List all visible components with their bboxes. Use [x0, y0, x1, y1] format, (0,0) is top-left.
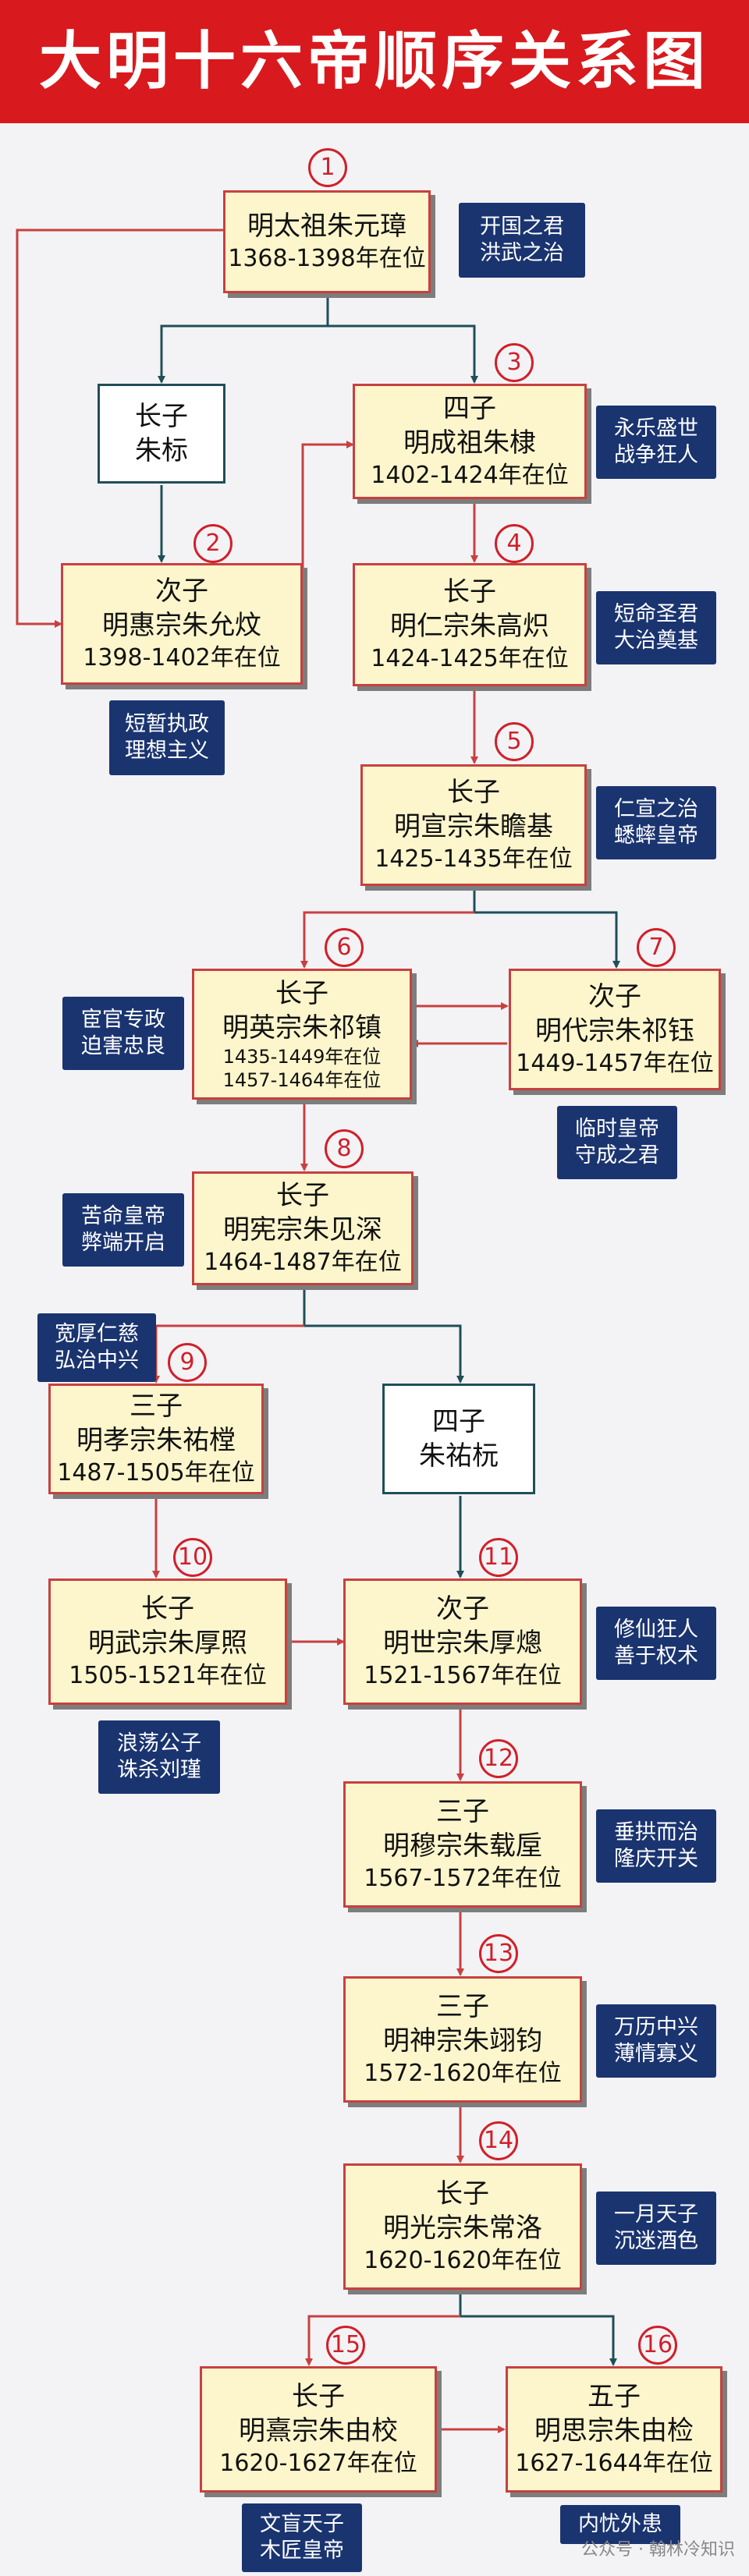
title-banner [0, 0, 749, 123]
tag-emperor-5: 仁宣之治蟋蟀皇帝 [596, 786, 716, 859]
edge-1-2 [16, 229, 223, 628]
order-number-7: 7 [637, 928, 676, 967]
edge-8-9 [152, 1324, 304, 1384]
tag-emperor-8: 苦命皇帝弊端开启 [62, 1193, 184, 1267]
tag-emperor-7: 临时皇帝守成之君 [557, 1106, 677, 1179]
order-number-13: 13 [479, 1934, 518, 1973]
tag-emperor-16: 内忧外患 [560, 2505, 680, 2544]
person-box-zhu-youyuan: 四子 朱祐杬 [382, 1384, 535, 1494]
edge-1-3 [328, 324, 478, 384]
edge-2-3 [301, 441, 354, 624]
emperor-box-1: 明太祖朱元璋 1368-1398年在位 [223, 190, 431, 293]
order-number-16: 16 [638, 2326, 677, 2365]
edge-14-15 [305, 2315, 460, 2366]
page-title: 大明十六帝顺序关系图 [39, 25, 710, 97]
order-number-6: 6 [325, 928, 364, 967]
order-number-8: 8 [325, 1129, 364, 1168]
tag-emperor-10: 浪荡公子诛杀刘瑾 [98, 1720, 220, 1794]
emperor-box-12: 三子 明穆宗朱载垕 1567-1572年在位 [343, 1781, 582, 1908]
order-number-14: 14 [479, 2121, 518, 2160]
tag-emperor-3: 永乐盛世战争狂人 [596, 406, 716, 479]
edge-5-7 [474, 911, 620, 969]
tag-emperor-2: 短暂执政理想主义 [109, 700, 225, 775]
emperor-box-10: 长子 明武宗朱厚照 1505-1521年在位 [48, 1579, 287, 1705]
order-number-1: 1 [308, 148, 347, 187]
tag-emperor-11: 修仙狂人善于权术 [596, 1607, 716, 1680]
tag-emperor-4: 短命圣君大治奠基 [596, 591, 716, 664]
emperor-name: 明太祖朱元璋 [247, 211, 406, 242]
edge-8-zhuyouyuan [304, 1324, 464, 1384]
tag-emperor-15: 文盲天子木匠皇帝 [242, 2503, 362, 2572]
order-number-9: 9 [168, 1343, 207, 1382]
order-number-15: 15 [326, 2326, 365, 2365]
tag-emperor-14: 一月天子沉迷酒色 [596, 2192, 716, 2265]
emperor-box-6: 长子 明英宗朱祁镇 1435-1449年在位 1457-1464年在位 [192, 969, 412, 1100]
tag-emperor-1: 开国之君洪武之治 [459, 203, 585, 278]
emperor-box-5: 长子 明宣宗朱瞻基 1425-1435年在位 [360, 764, 587, 886]
tag-emperor-6: 宦官专政迫害忠良 [62, 997, 184, 1070]
order-number-4: 4 [495, 524, 534, 563]
edge-14-16 [460, 2315, 617, 2366]
edge-1-zhubiao [158, 324, 328, 384]
order-number-10: 10 [173, 1538, 212, 1577]
emperor-box-3: 四子 明成祖朱棣 1402-1424年在位 [353, 384, 587, 499]
emperor-box-9: 三子 明孝宗朱祐樘 1487-1505年在位 [48, 1384, 264, 1494]
emperor-box-16: 五子 明思宗朱由检 1627-1644年在位 [506, 2366, 722, 2493]
order-number-12: 12 [479, 1739, 518, 1778]
emperor-box-11: 次子 明世宗朱厚熜 1521-1567年在位 [343, 1579, 582, 1705]
order-number-11: 11 [479, 1538, 518, 1577]
reign-years: 1368-1398年在位 [228, 245, 426, 272]
person-box-zhu-biao: 长子 朱标 [98, 384, 225, 484]
edge-5-6 [300, 911, 474, 969]
emperor-box-2: 次子 明惠宗朱允炆 1398-1402年在位 [61, 563, 303, 685]
order-number-3: 3 [495, 343, 534, 382]
footer-watermark: 公众号 · 翰林冷知识 [581, 2540, 735, 2560]
emperor-box-13: 三子 明神宗朱翊钧 1572-1620年在位 [343, 1976, 582, 2103]
emperor-box-7: 次子 明代宗朱祁钰 1449-1457年在位 [509, 969, 721, 1090]
emperor-box-14: 长子 明光宗朱常洛 1620-1620年在位 [343, 2163, 582, 2290]
tag-emperor-13: 万历中兴薄情寡义 [596, 2004, 716, 2078]
emperor-box-15: 长子 明熹宗朱由校 1620-1627年在位 [200, 2366, 437, 2493]
tag-emperor-9: 宽厚仁慈弘治中兴 [37, 1313, 156, 1382]
emperor-box-8: 长子 明宪宗朱见深 1464-1487年在位 [192, 1171, 414, 1285]
tag-emperor-12: 垂拱而治隆庆开关 [596, 1809, 716, 1883]
emperor-box-4: 长子 明仁宗朱高炽 1424-1425年在位 [353, 563, 587, 686]
order-number-5: 5 [495, 722, 534, 761]
order-number-2: 2 [193, 524, 233, 563]
